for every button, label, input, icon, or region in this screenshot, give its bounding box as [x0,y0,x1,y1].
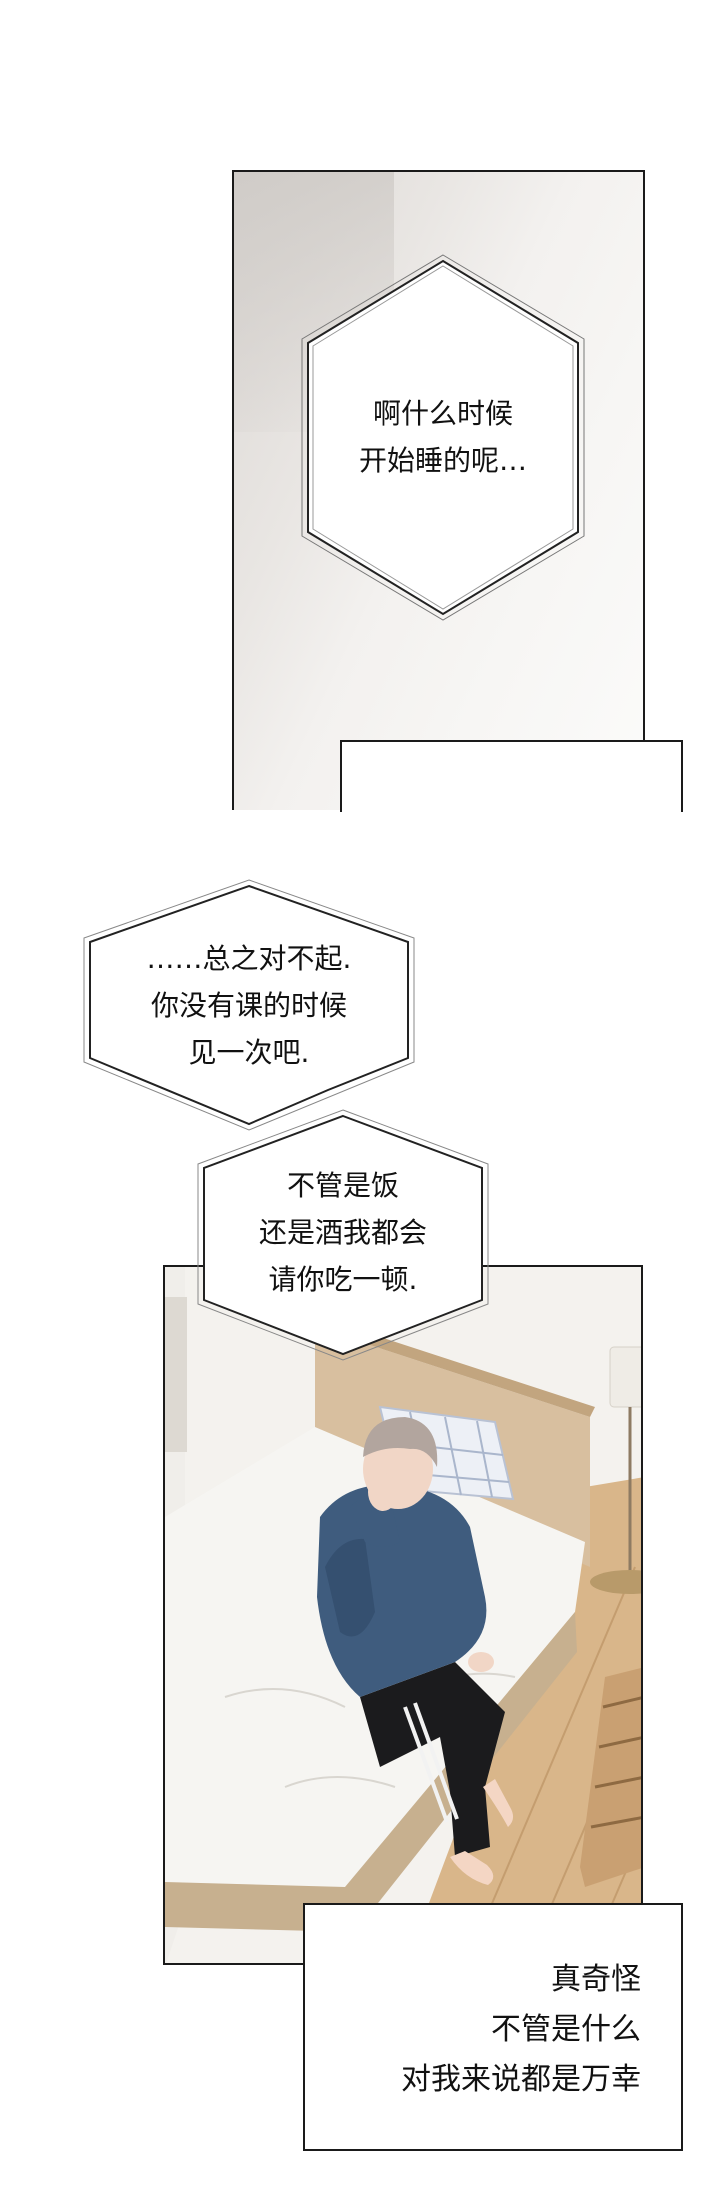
speech-bubble-2: ……总之对不起. 你没有课的时候 见一次吧. [83,879,415,1131]
bubble-3-line-1: 不管是饭 [286,1169,399,1202]
caption-box: 真奇怪 不管是什么 对我来说都是万幸 [303,1903,683,2151]
bubble-2-line-3: 见一次吧. [188,1036,310,1069]
caption-line-1: 真奇怪 [551,1962,641,1997]
floor-lamp-icon [590,1346,641,1594]
bubble-3-line-2: 还是酒我都会 [258,1216,427,1249]
bubble-2-line-2: 你没有课的时候 [150,989,347,1022]
bubble-2-text: ……总之对不起. 你没有课的时候 见一次吧. [84,935,414,1076]
window-frame [165,1297,187,1452]
wooden-bench-icon [580,1668,641,1887]
caption-line-3: 对我来说都是万幸 [401,2062,641,2097]
speech-bubble-3: 不管是饭 还是酒我都会 请你吃一顿. [197,1109,489,1361]
bubble-3-line-3: 请你吃一顿. [268,1263,418,1296]
hexagon-speech-bubble-icon [301,254,585,621]
bubble-3-text: 不管是饭 还是酒我都会 请你吃一顿. [198,1162,488,1303]
speech-bubble-1: 啊什么时候 开始睡的呢… [301,254,585,621]
caption-text: 真奇怪 不管是什么 对我来说都是万幸 [401,1955,641,2105]
bedroom-illustration [165,1267,641,1963]
bubble-1-line-1: 啊什么时候 [372,397,513,430]
hexagon-speech-bubble-icon [83,879,415,1131]
sitting-man-figure-icon [317,1417,514,1885]
hexagon-speech-bubble-icon [197,1109,489,1361]
caption-line-2: 不管是什么 [491,2012,641,2047]
panel-bedroom-scene [163,1265,643,1965]
panel-inset-frame [340,740,683,812]
bubble-1-line-2: 开始睡的呢… [358,444,527,477]
bubble-2-line-1: ……总之对不起. [146,942,352,975]
bed-frame [165,1612,577,1932]
bubble-1-text: 啊什么时候 开始睡的呢… [302,390,584,484]
